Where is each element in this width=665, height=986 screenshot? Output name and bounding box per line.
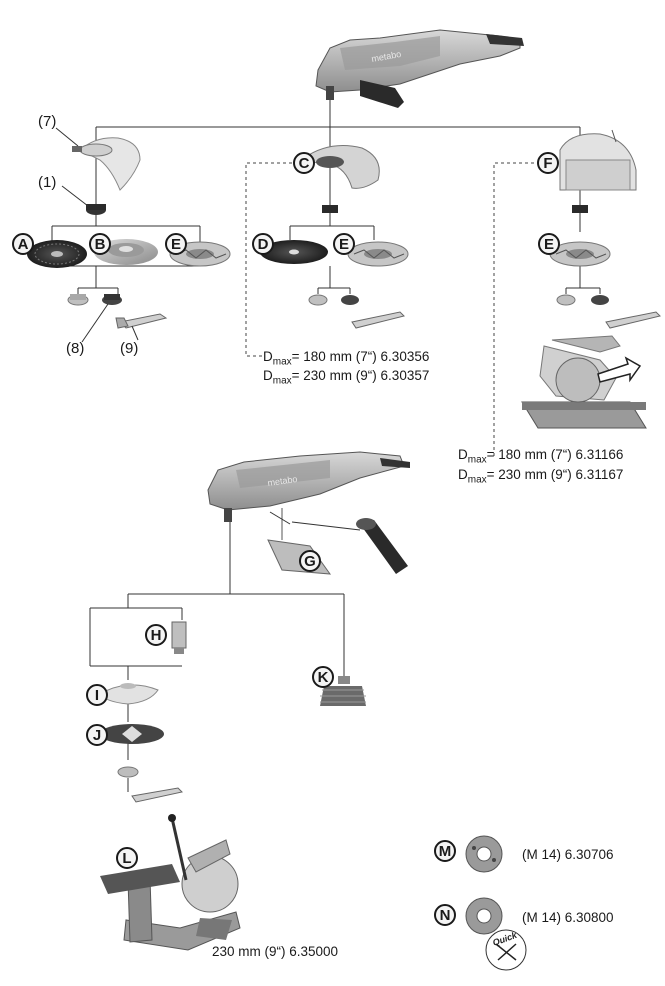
nut-J (117, 766, 139, 778)
wrench-J (131, 787, 184, 803)
badge-H: H (145, 624, 167, 646)
disc-E-mid (347, 241, 409, 267)
part-label-7: (7) (38, 113, 57, 130)
handle-leader (291, 521, 361, 531)
brand-logo-mid: metabo (267, 474, 298, 488)
handle-leader-2 (269, 511, 291, 525)
nuts-8 (67, 294, 122, 306)
side-handle (356, 518, 408, 574)
part-I (99, 683, 159, 705)
badge-E-right: E (538, 233, 560, 255)
cutoff-stand-L (100, 814, 241, 951)
part-H (171, 621, 187, 654)
nuts-mid (308, 294, 359, 306)
badge-I: I (86, 684, 108, 706)
flange-1 (86, 204, 106, 215)
tree-lines-top (51, 100, 601, 294)
stand-l-text: 230 mm (9“) 6.35000 (212, 944, 339, 959)
angle-grinder-mid: metabo (207, 451, 410, 522)
flange-F (572, 205, 588, 213)
guard-c-line-1: Dmax= 180 mm (7“) 6.30356 (263, 349, 430, 368)
disc-D (260, 240, 328, 264)
nut-m-text: (M 14) 6.30706 (522, 847, 614, 862)
badge-E-left: E (165, 233, 187, 255)
part-label-8: (8) (66, 340, 85, 357)
guard-F (559, 129, 637, 191)
guard-C (303, 145, 380, 189)
badge-E-mid: E (333, 233, 355, 255)
badge-L: L (116, 847, 138, 869)
nut-n-text: (M 14) 6.30800 (522, 910, 614, 925)
guard-c-line-2: Dmax= 230 mm (9“) 6.30357 (263, 368, 430, 387)
part-leaders (55, 127, 139, 343)
tree-lines-mid (89, 522, 345, 792)
nut-M (465, 835, 503, 873)
badge-C: C (293, 152, 315, 174)
nuts-right (556, 294, 609, 306)
disc-A (27, 240, 87, 268)
guard-f-line-1: Dmax= 180 mm (7“) 6.31166 (458, 447, 624, 466)
part-K (320, 676, 366, 706)
wrench-9 (115, 313, 168, 329)
guard-7 (72, 137, 141, 191)
dashed-leaders (245, 162, 540, 458)
badge-J: J (86, 724, 108, 746)
part-label-9: (9) (120, 340, 139, 357)
badge-F: F (537, 152, 559, 174)
badge-K: K (312, 666, 334, 688)
badge-A: A (12, 233, 34, 255)
part-label-1: (1) (38, 174, 57, 191)
badge-N: N (434, 904, 456, 926)
badge-G: G (299, 550, 321, 572)
badge-B: B (89, 233, 111, 255)
part-J (100, 724, 164, 744)
badge-D: D (252, 233, 274, 255)
guard-f-line-2: Dmax= 230 mm (9“) 6.31167 (458, 467, 624, 486)
wrench-right (605, 311, 661, 329)
angle-grinder-top: metabo (315, 29, 524, 108)
badge-M: M (434, 840, 456, 862)
flange-C (322, 205, 338, 213)
wrench-mid (351, 311, 405, 329)
cutting-guide (521, 335, 647, 429)
nut-N: Quick (465, 897, 527, 971)
